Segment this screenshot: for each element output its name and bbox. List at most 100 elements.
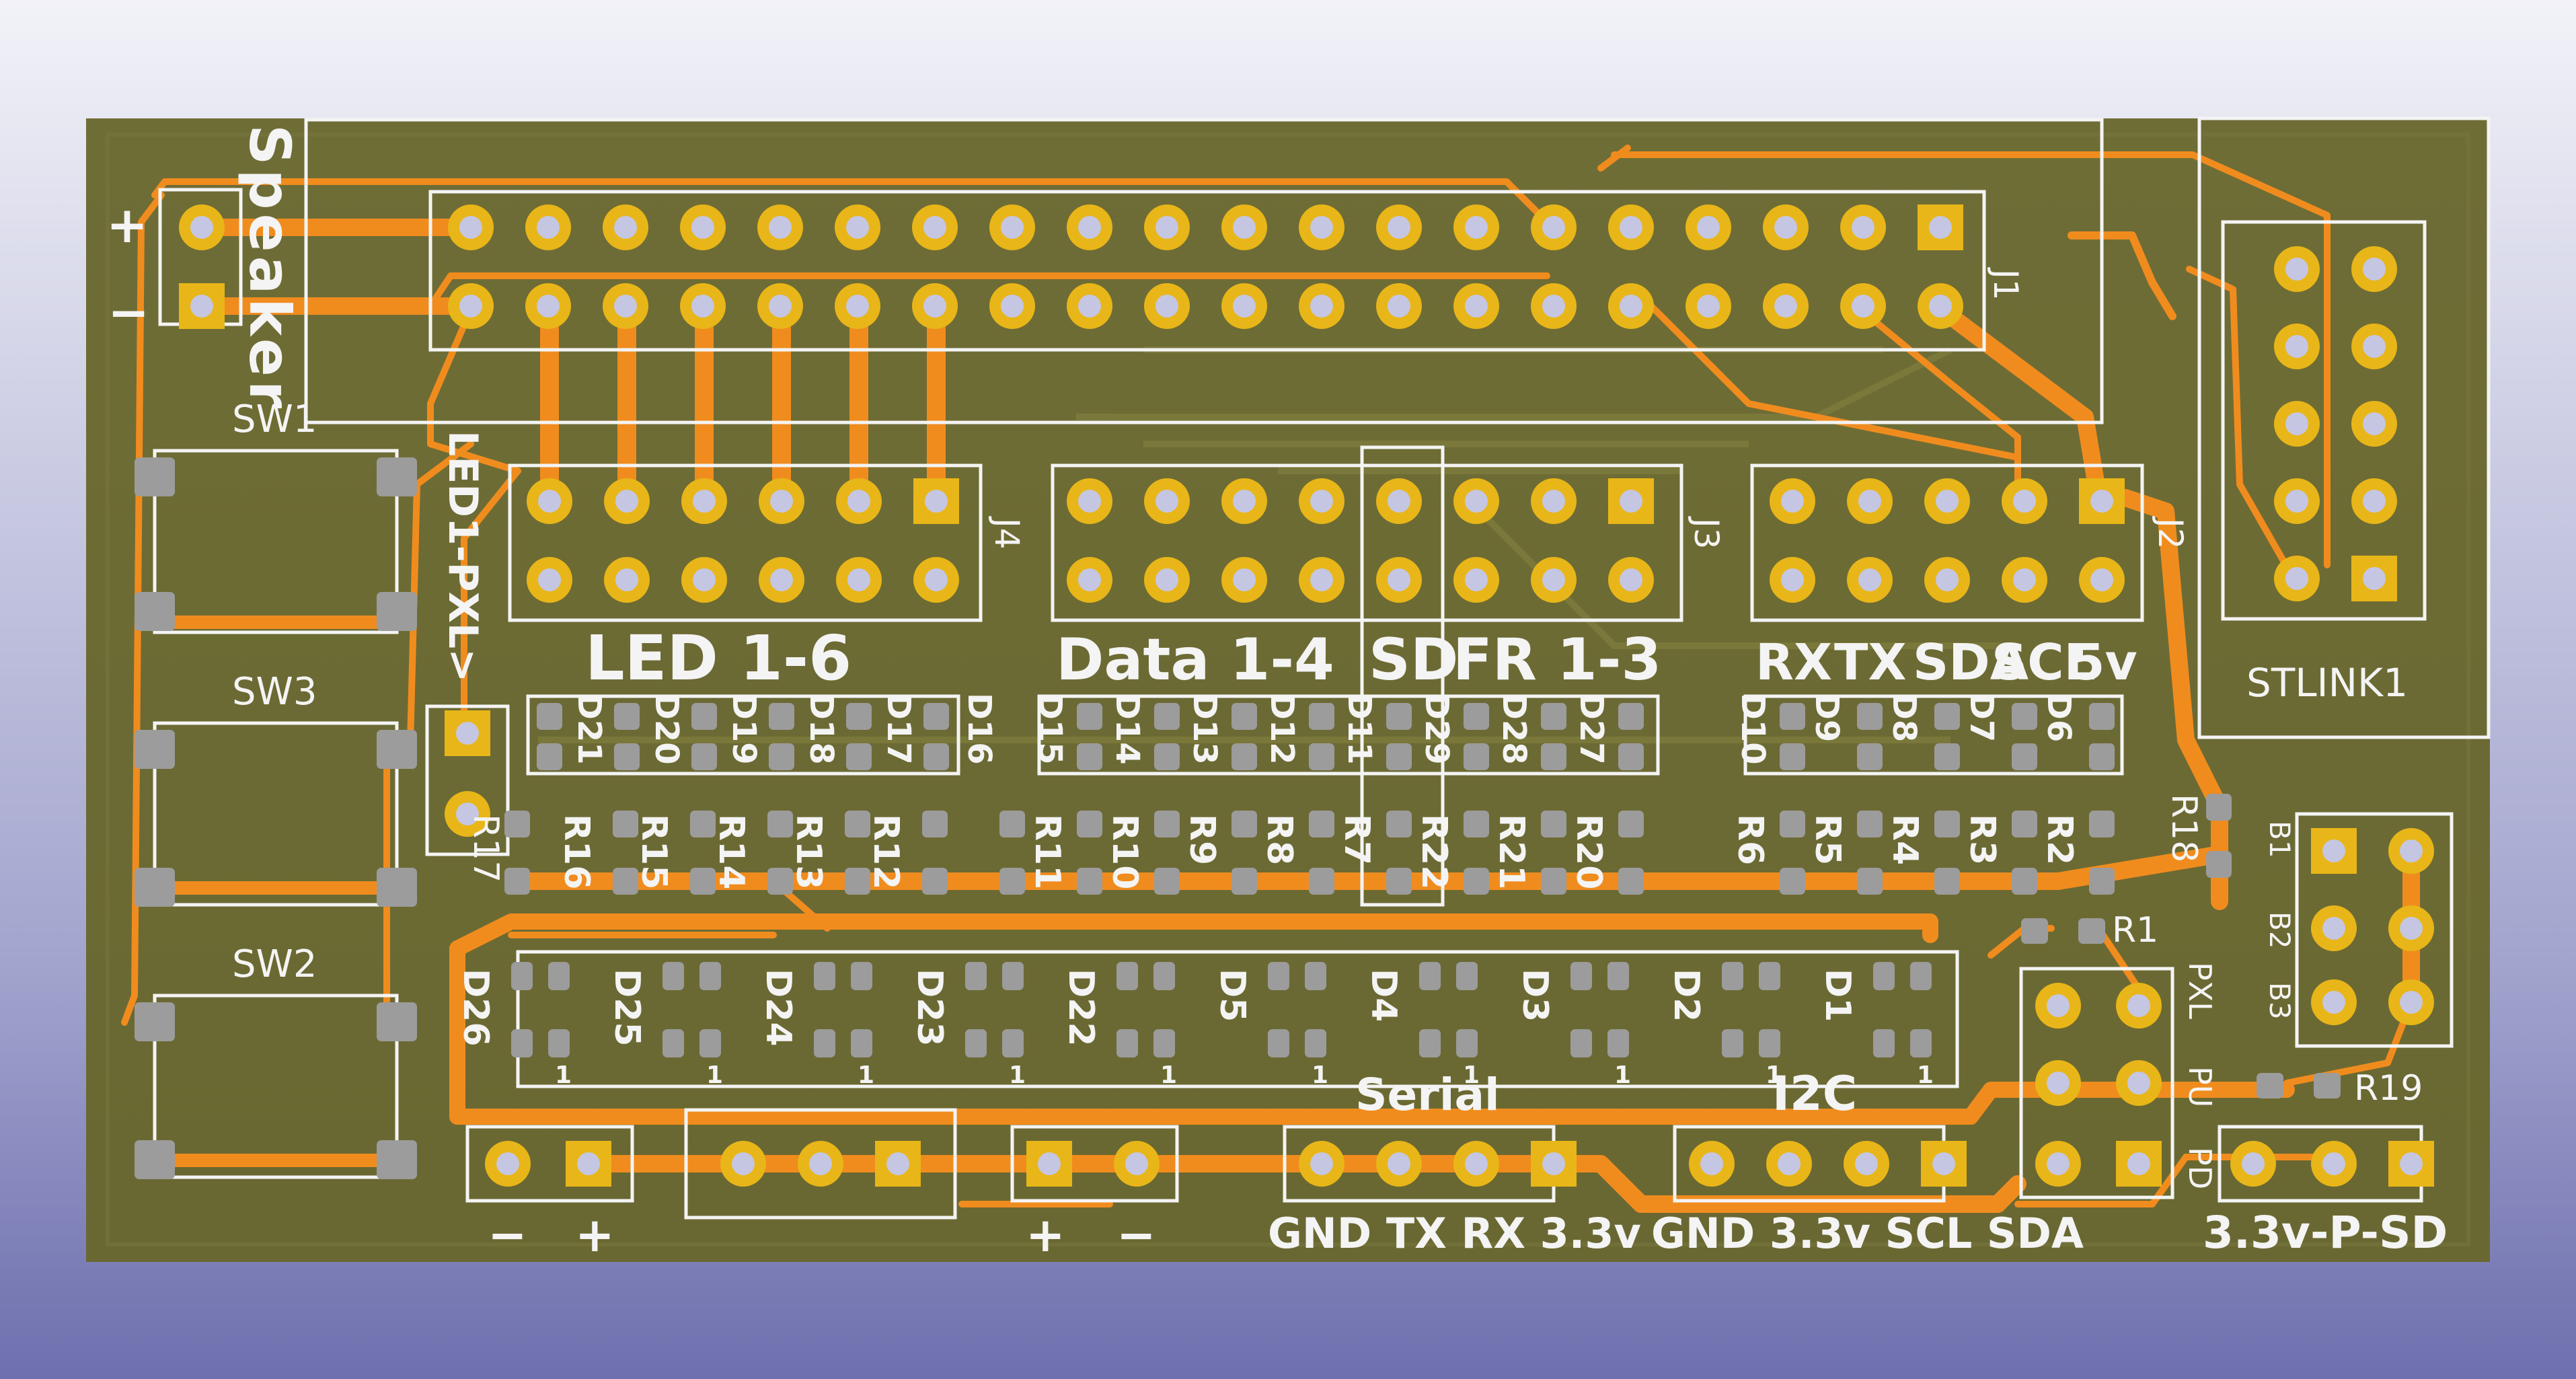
switch-pad [377, 592, 417, 631]
bottom-led-pad [1305, 962, 1326, 990]
pxl-select-pin-drill [2047, 994, 2070, 1017]
stlink-pin-drill [2285, 567, 2308, 590]
i2c-pin-labels: GND 3.3v SCL SDA [1651, 1209, 2084, 1258]
serial-title: Serial [1355, 1069, 1500, 1121]
j1-pin-drill [1774, 216, 1797, 239]
top-resistor-label: R20 [1568, 814, 1609, 889]
top-led-pad [1386, 743, 1412, 770]
top-resistor-label: R5 [1807, 814, 1848, 865]
top-resistor-label: R22 [1414, 814, 1454, 889]
top-resistor-pad [2012, 811, 2037, 837]
j1-pin-drill [923, 295, 946, 318]
j2-outline [1750, 463, 2144, 622]
bottom-led-pad [814, 962, 835, 990]
stlink-pin-drill [2363, 412, 2386, 435]
top-led-pad [691, 703, 717, 730]
top-led-label: D16 [960, 693, 998, 765]
battery-pin-drill [732, 1152, 755, 1175]
r18-pad [2206, 794, 2232, 821]
bottom-led-pad [1002, 1029, 1024, 1057]
bottom-led-pad [1570, 962, 1592, 990]
b-selector-pin-drill [2322, 840, 2345, 862]
sw1-label: SW1 [232, 398, 317, 441]
top-led-pad [2089, 703, 2115, 730]
bottom-led-pad [1419, 1029, 1441, 1057]
pin-one-marker: 1 [1917, 1061, 1934, 1089]
j2-signal-sda: SDA [1913, 634, 2029, 692]
top-led-pad [846, 703, 872, 730]
top-resistor-label: R12 [866, 814, 906, 889]
j3-pin-drill [1310, 568, 1333, 591]
power-select-pin-drill [2322, 1152, 2345, 1175]
top-resistor-pad [767, 868, 793, 895]
pin-one-marker: 1 [1766, 1061, 1782, 1089]
speaker-minus-label: − [108, 284, 149, 342]
led1-pxl-label: LED1-PXL> [439, 431, 486, 682]
i2c-pin-drill [1932, 1152, 1955, 1175]
pwr-mid-pin-drill [1038, 1152, 1061, 1175]
top-led-pad [1386, 703, 1412, 730]
j1-pin-drill [1852, 295, 1874, 318]
j1-pin-drill [1233, 295, 1256, 318]
fr-group-label: FR 1-3 [1453, 626, 1661, 694]
j3-pin-drill [1620, 568, 1642, 591]
j2-pin-drill [1858, 490, 1881, 513]
j2-pin-drill [1781, 490, 1804, 513]
serial-pin-drill [1542, 1152, 1565, 1175]
j2-signal-tx: TX [1834, 634, 1907, 692]
top-resistor-pad [1309, 811, 1334, 837]
top-led-label: D15 [1031, 693, 1069, 765]
bottom-led-pad [1305, 1029, 1326, 1057]
top-resistor-pad [1541, 868, 1566, 895]
top-resistor-pad [1857, 868, 1883, 895]
bottom-led-pad [1910, 1029, 1932, 1057]
led-pxl-pin-drill [456, 803, 479, 825]
j2-pin-drill [1936, 568, 1959, 591]
bottom-led-pad [1419, 962, 1441, 990]
top-resistor-label: R15 [634, 814, 674, 889]
j1-pin-drill [691, 216, 714, 239]
top-resistor-pad [1618, 868, 1644, 895]
top-led-pad [1232, 743, 1257, 770]
top-led-label: D12 [1263, 693, 1301, 765]
j1-pin-drill [769, 216, 792, 239]
j4-outline [508, 463, 983, 622]
bottom-led-pad [1873, 962, 1895, 990]
b-selector-pin-drill [2400, 840, 2423, 862]
bottom-led-pad [851, 1029, 872, 1057]
battery-pin-drill [809, 1152, 832, 1175]
data-group-label: Data 1-4 [1056, 626, 1334, 694]
serial-pin-drill [1310, 1152, 1333, 1175]
stlink-pin-drill [2285, 258, 2308, 281]
j1-pin-drill [1774, 295, 1797, 318]
top-led-label: D27 [1573, 693, 1610, 765]
top-led-pad [846, 743, 872, 770]
j1-pin-drill [1465, 295, 1488, 318]
j1-pin-drill [1465, 216, 1488, 239]
j1-pin-drill [1929, 216, 1952, 239]
top-resistor-pad [999, 811, 1025, 837]
switch-pad [135, 457, 175, 496]
j1-pin-drill [1310, 216, 1333, 239]
bottom-led-pad [699, 962, 721, 990]
top-led-pad [614, 703, 640, 730]
top-led-pad [1464, 743, 1489, 770]
top-resistor-pad [690, 811, 716, 837]
bottom-led-pad [548, 962, 570, 990]
j3-pin-drill [1078, 568, 1101, 591]
r17-pad [504, 811, 530, 837]
j3-pin-drill [1465, 568, 1488, 591]
j1-pin-drill [691, 295, 714, 318]
stlink-pin-drill [2285, 335, 2308, 358]
top-resistor-pad [1780, 811, 1805, 837]
pxl-select-pin-drill [2127, 1152, 2150, 1175]
bottom-led-label: D26 [455, 969, 496, 1047]
top-led-pad [2089, 743, 2115, 770]
r18-label: R18 [2164, 794, 2204, 862]
top-led-pad [769, 743, 794, 770]
b-selector-pin-drill [2322, 991, 2345, 1014]
top-led-label: D29 [1418, 693, 1455, 765]
smd-pads [135, 457, 2341, 1179]
j4-pin-drill [538, 568, 561, 591]
